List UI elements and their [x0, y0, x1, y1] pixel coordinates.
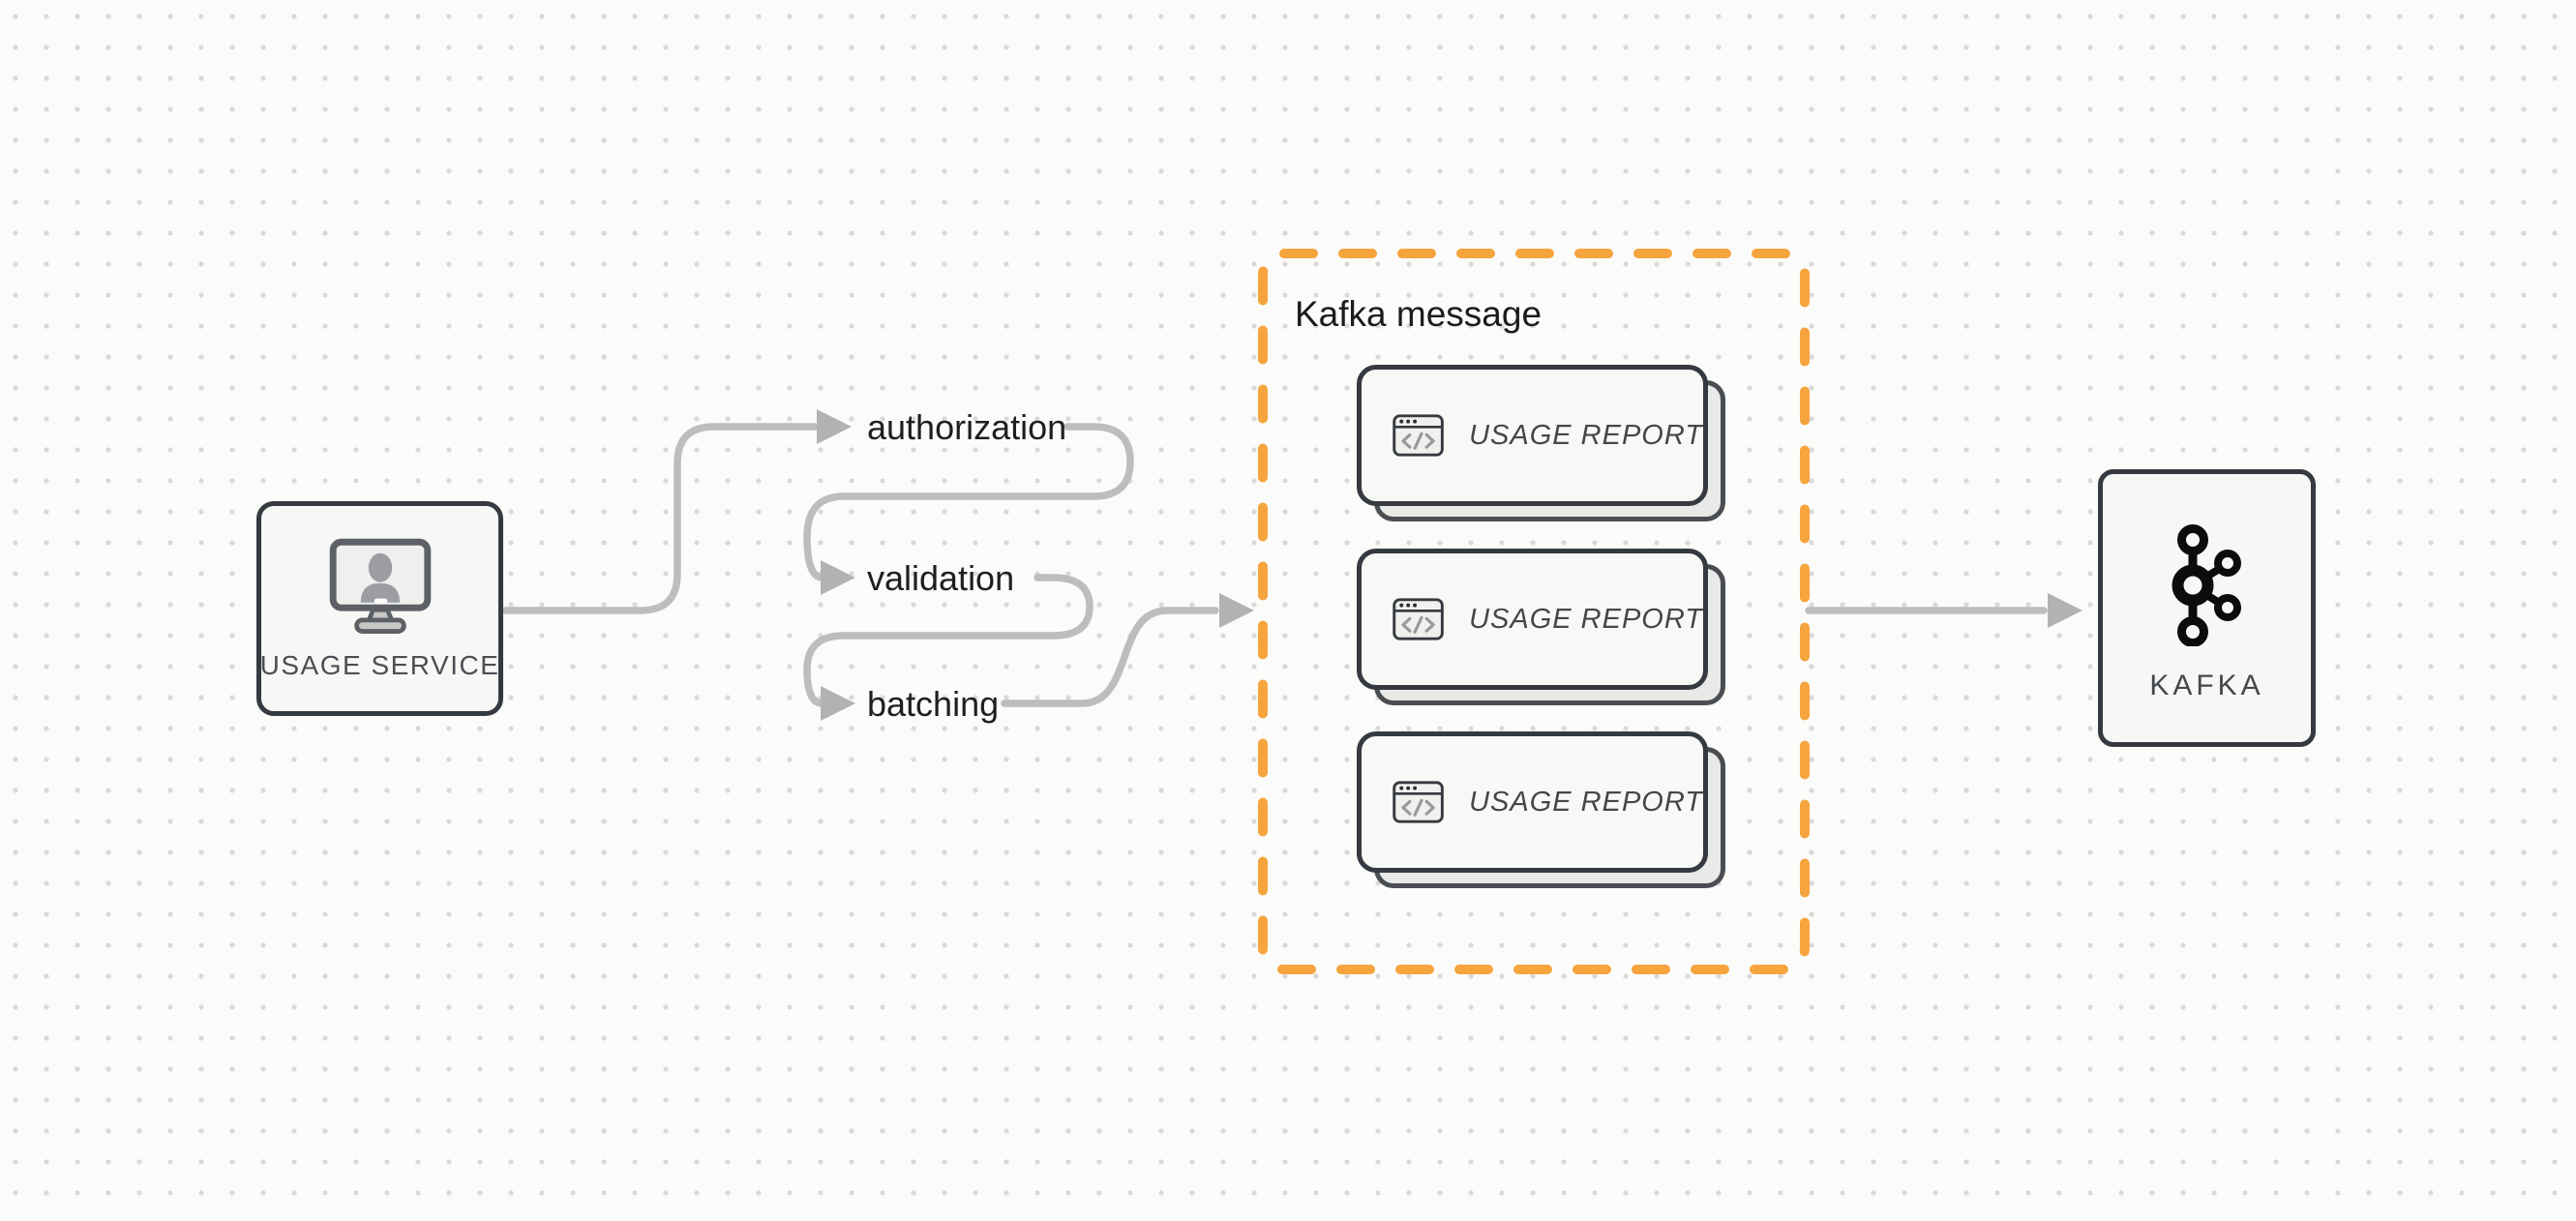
usage-report-label: USAGE REPORT	[1469, 786, 1703, 818]
arrowhead-into-group	[1219, 593, 1254, 628]
kafka-node: KAFKA	[2098, 469, 2316, 747]
usage-service-label: USAGE SERVICE	[259, 650, 500, 680]
step-label-validation: validation	[867, 558, 1015, 598]
usage-report-card: USAGE REPORT	[1357, 365, 1725, 521]
arrowhead-batching	[821, 686, 855, 721]
connector-validation-to-batching	[803, 574, 1093, 707]
kafka-message-group-title: Kafka message	[1295, 294, 1543, 334]
code-window-icon	[1393, 400, 1444, 471]
usage-report-card: USAGE REPORT	[1357, 549, 1725, 705]
kafka-message-group-border	[1258, 249, 1810, 974]
step-label-authorization: authorization	[867, 407, 1067, 447]
connector-batching-to-group	[1001, 607, 1219, 707]
arrowhead-authorization	[817, 409, 852, 444]
usage-service-node: USAGE SERVICE	[256, 501, 503, 716]
usage-report-card-front: USAGE REPORT	[1357, 549, 1708, 690]
arrowhead-validation	[821, 560, 855, 595]
connector-authorization-to-validation	[803, 423, 1134, 581]
monitor-user-icon	[329, 538, 431, 634]
kafka-logo-icon	[2170, 517, 2245, 646]
connector-usage-to-authorization	[501, 423, 819, 614]
arrowhead-into-kafka	[2048, 593, 2082, 628]
step-label-batching: batching	[867, 684, 1000, 724]
usage-report-label: USAGE REPORT	[1469, 603, 1703, 635]
usage-report-card: USAGE REPORT	[1357, 731, 1725, 888]
usage-report-card-front: USAGE REPORT	[1357, 365, 1708, 506]
code-window-icon	[1393, 583, 1444, 655]
kafka-label: KAFKA	[2149, 669, 2264, 701]
code-window-icon	[1393, 766, 1444, 838]
usage-report-card-front: USAGE REPORT	[1357, 731, 1708, 873]
usage-report-label: USAGE REPORT	[1469, 419, 1703, 451]
